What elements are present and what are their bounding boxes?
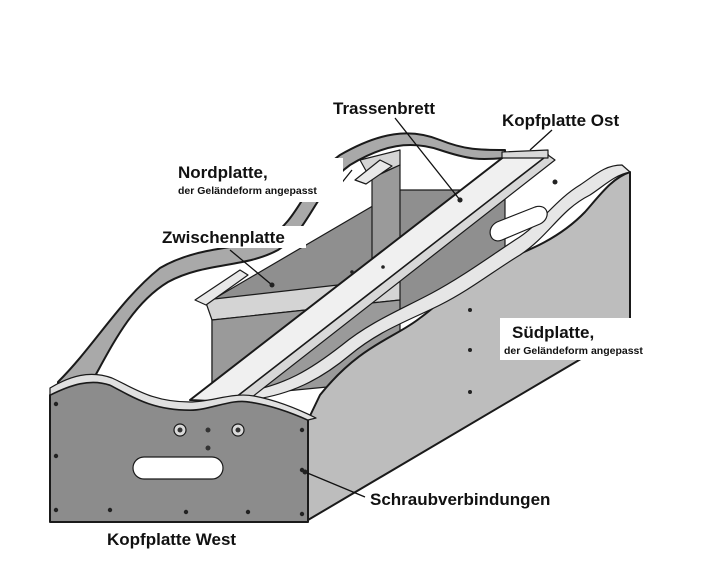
kopfplatte-ost-plate	[501, 149, 549, 159]
leader-kopfplatte-ost	[529, 129, 553, 151]
screw-dot	[107, 507, 113, 513]
screw-dot	[53, 507, 59, 513]
screw-dot	[53, 401, 59, 407]
screw-dot	[245, 509, 251, 515]
label-schraubverbindungen: Schraubverbindungen	[370, 490, 550, 509]
screw-dot	[299, 511, 305, 517]
leader-trassenbrett	[394, 117, 461, 201]
kopfplatte-west-handle-slot	[132, 456, 224, 480]
mounting-hole	[205, 427, 211, 433]
label-suedplatte: Südplatte,	[512, 323, 594, 342]
mounting-hole	[177, 427, 183, 433]
label-bg	[500, 318, 675, 360]
label-kopfplatte-ost: Kopfplatte Ost	[502, 111, 619, 130]
label-kopfplatte-west: Kopfplatte West	[107, 530, 236, 549]
label-trassenbrett: Trassenbrett	[333, 99, 435, 118]
nordplatte-panel	[57, 132, 506, 403]
screw-dot	[381, 265, 385, 269]
screw-dot	[552, 179, 558, 185]
screw-dot	[468, 348, 472, 352]
label-zwischenplatte: Zwischenplatte	[162, 228, 285, 247]
label-nordplatte-note: der Geländeform angepasst	[178, 185, 317, 197]
bracket-upper	[354, 159, 393, 185]
leader-zwischenplatte	[229, 249, 273, 286]
screw-dot	[183, 509, 189, 515]
suedplatte-handle-slot	[489, 205, 548, 242]
label-suedplatte-note: der Geländeform angepasst	[504, 345, 643, 357]
screw-dot	[53, 453, 59, 459]
label-nordplatte: Nordplatte,	[178, 163, 268, 182]
screw-dot	[468, 390, 472, 394]
label-bg	[168, 158, 343, 202]
mounting-hole	[205, 445, 211, 451]
leader-trassenbrett-dot	[457, 197, 463, 203]
label-bg	[158, 226, 306, 248]
screw-dot	[468, 308, 472, 312]
screw-dot	[299, 427, 305, 433]
screw-dot	[350, 270, 354, 274]
bracket-left	[194, 269, 249, 306]
mounting-hole	[235, 427, 241, 433]
leader-schraubverbindungen-dot	[302, 469, 308, 475]
kopfplatte-west-rim	[49, 373, 317, 421]
leader-schraubverbindungen	[304, 471, 366, 498]
leader-zwischenplatte-dot	[269, 282, 275, 288]
suedplatte-rim	[244, 164, 631, 401]
